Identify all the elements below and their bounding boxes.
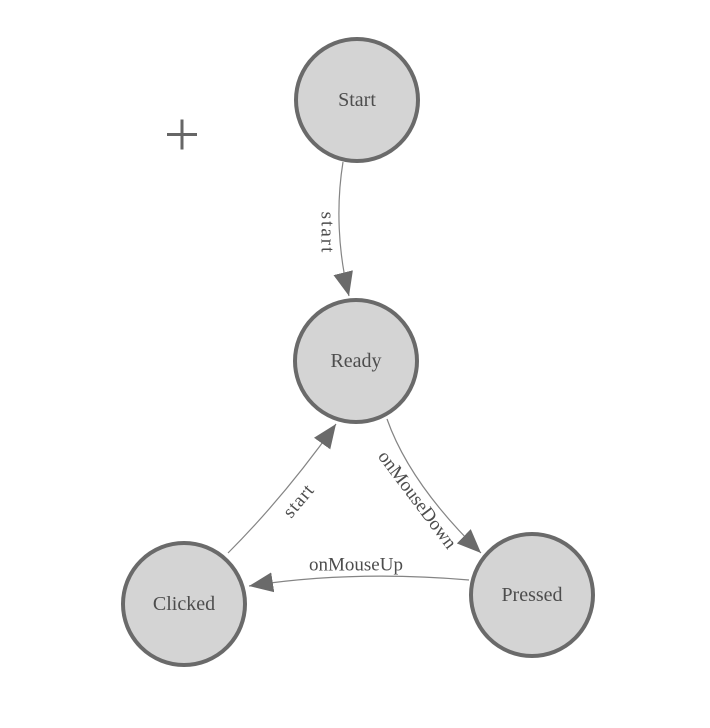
node-clicked-label: Clicked xyxy=(152,593,216,615)
edge-label-start-to-ready[interactable]: start xyxy=(316,211,338,255)
edge-ready-to-pressed[interactable] xyxy=(386,418,482,554)
edge-start-to-ready[interactable] xyxy=(333,161,353,297)
node-ready[interactable]: Ready xyxy=(293,298,419,424)
plus-cursor-icon xyxy=(167,119,197,150)
node-clicked[interactable]: Clicked xyxy=(121,541,247,667)
node-start-label: Start xyxy=(338,89,376,111)
node-pressed-label: Pressed xyxy=(501,584,563,606)
edge-label-pressed-to-clicked[interactable]: onMouseUp xyxy=(309,554,403,576)
node-pressed[interactable]: Pressed xyxy=(469,532,595,658)
node-ready-label: Ready xyxy=(330,350,382,372)
edge-clicked-to-ready[interactable] xyxy=(227,423,337,554)
edge-pressed-to-clicked[interactable] xyxy=(248,572,470,593)
node-start[interactable]: Start xyxy=(294,37,420,163)
